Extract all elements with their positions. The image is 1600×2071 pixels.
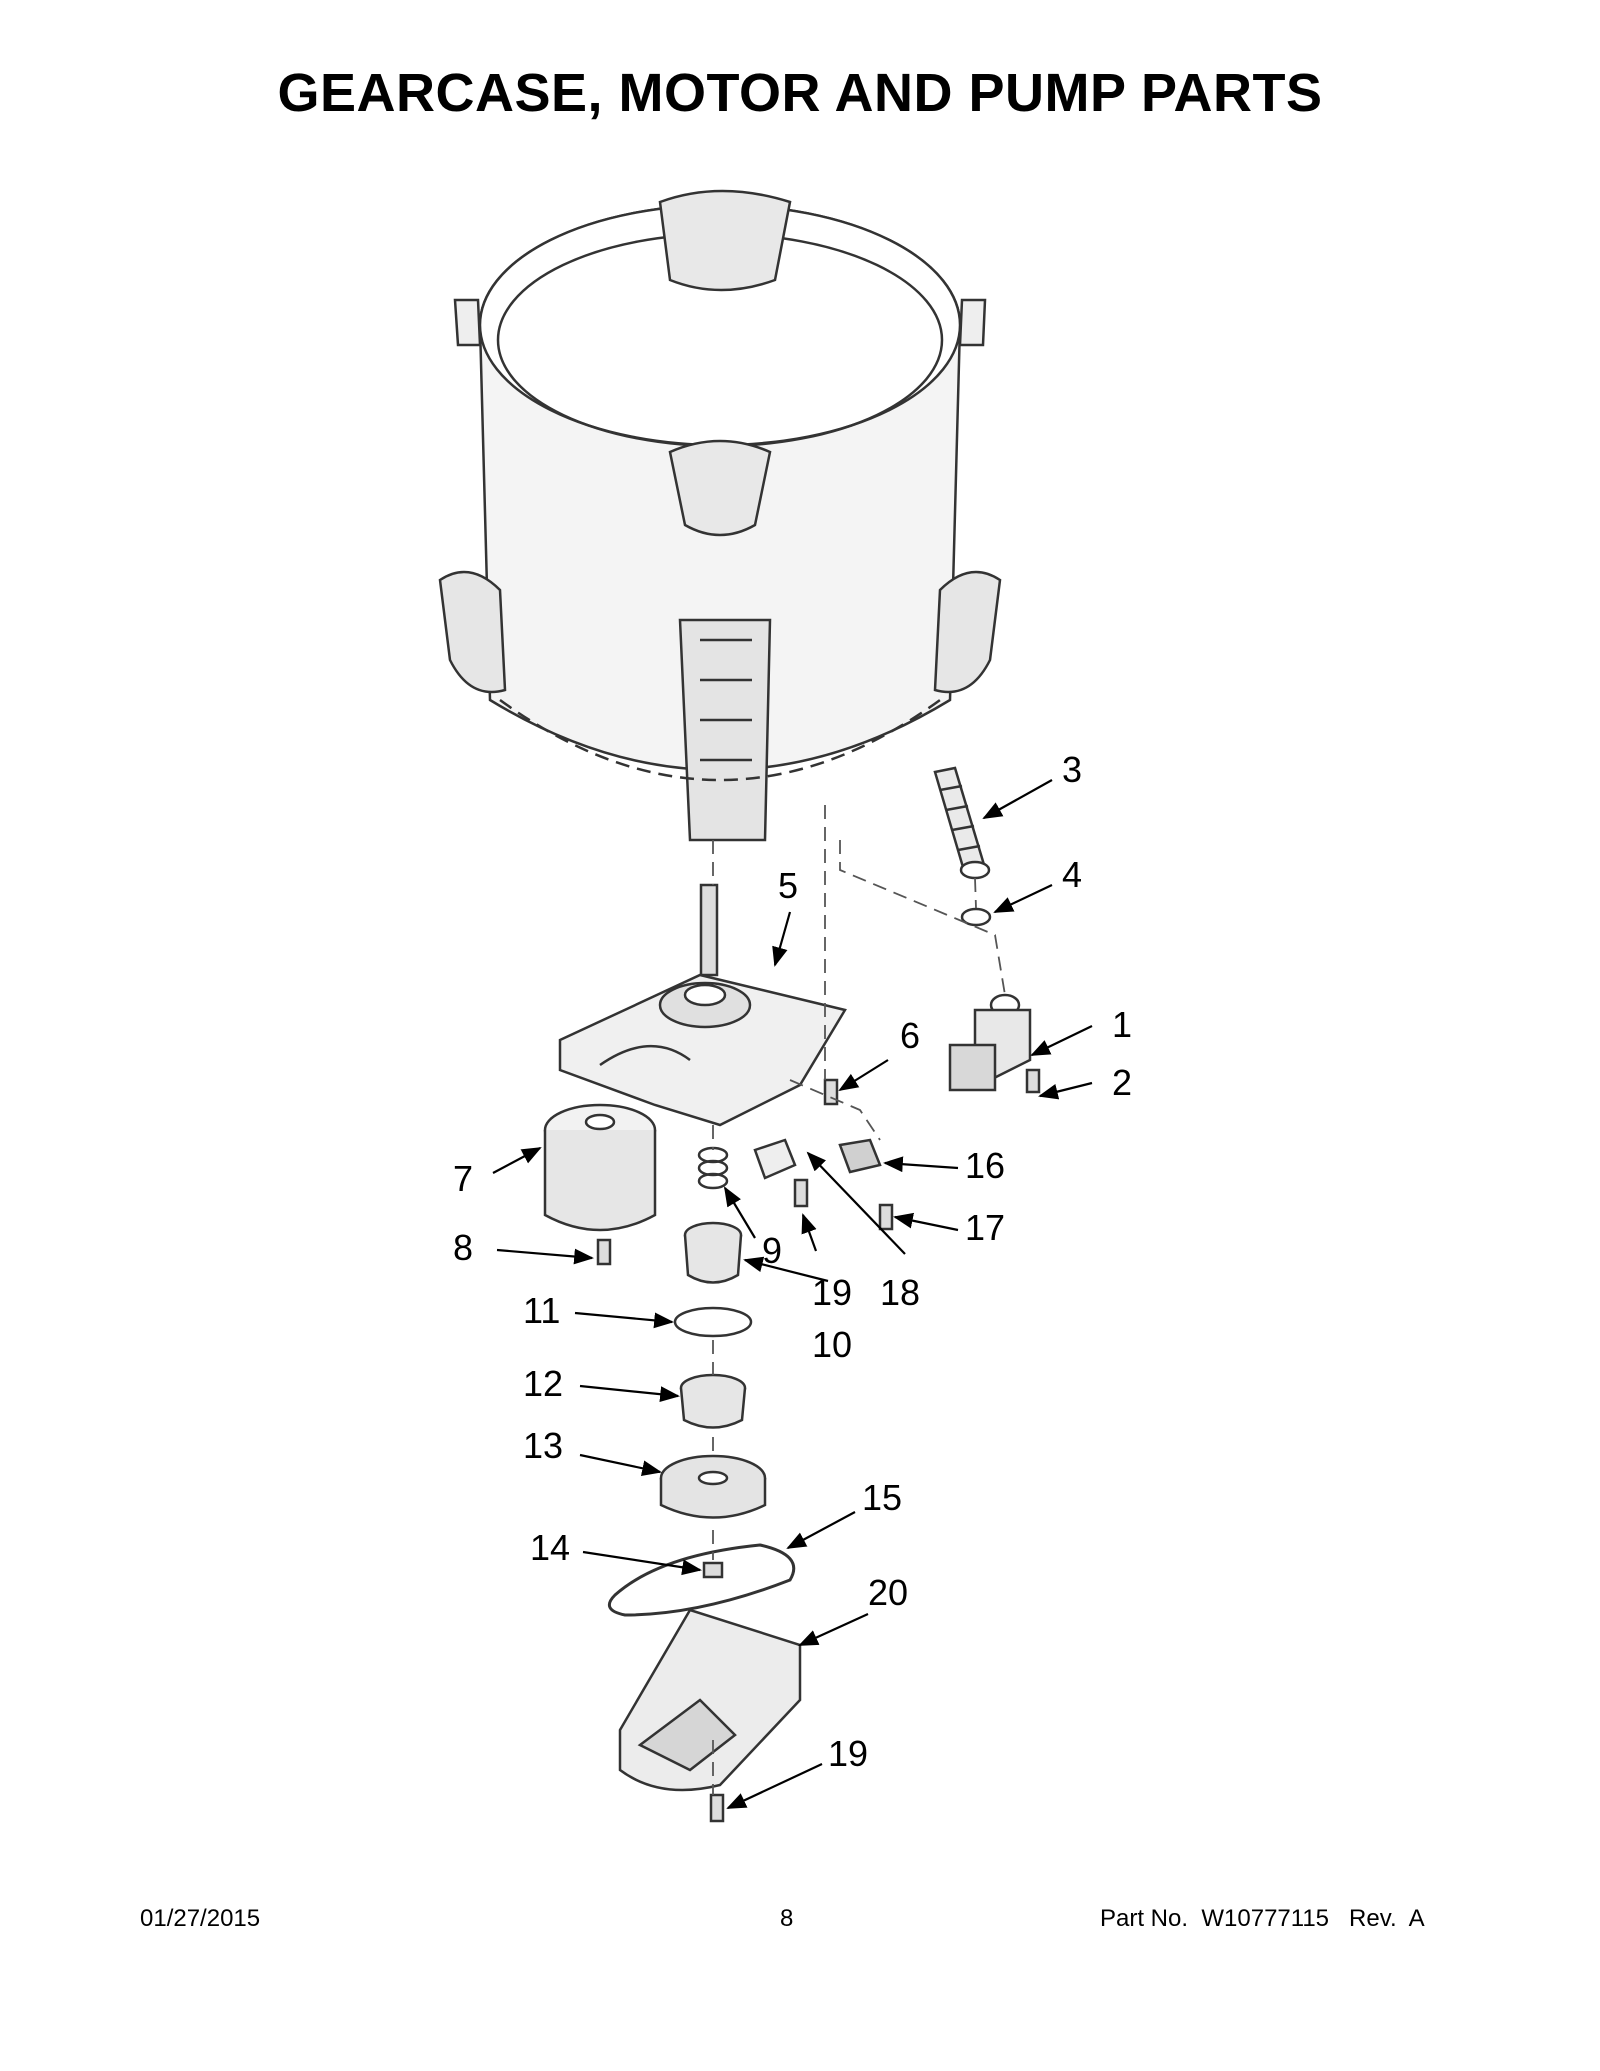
bottom-shield <box>618 1608 802 1792</box>
gearcase-plate <box>558 883 847 1127</box>
callout-9: 9 <box>762 1230 782 1271</box>
clutch-spring <box>697 1146 729 1190</box>
callout-18: 18 <box>880 1272 920 1313</box>
callout-10: 10 <box>812 1324 852 1365</box>
part-number: W10777115 <box>1201 1905 1330 1932</box>
switch-screw <box>878 1203 894 1231</box>
part-label: Part No. <box>1100 1905 1189 1932</box>
drive-belt <box>607 1543 796 1617</box>
callout-20: 20 <box>868 1572 908 1613</box>
callout-17: 17 <box>965 1207 1005 1248</box>
footer-date: 01/27/2015 <box>140 1905 261 1932</box>
callout-3: 3 <box>1062 749 1082 790</box>
callout-1: 1 <box>1112 1004 1132 1045</box>
motor-bolt <box>596 1238 612 1266</box>
footer-page-number: 8 <box>780 1905 794 1932</box>
callout-19-upper: 19 <box>812 1272 852 1313</box>
callout-5: 5 <box>778 865 798 906</box>
hose-clamp <box>960 907 992 927</box>
callout-12: 12 <box>523 1363 563 1404</box>
callout-7: 7 <box>453 1158 473 1199</box>
callout-4: 4 <box>1062 854 1082 895</box>
callout-19-lower: 19 <box>828 1733 868 1774</box>
callout-8: 8 <box>453 1227 473 1268</box>
callout-6: 6 <box>900 1015 920 1056</box>
brake-hub <box>679 1373 747 1429</box>
pump-screw <box>1025 1068 1041 1094</box>
callout-15: 15 <box>862 1477 902 1518</box>
rev-label: Rev. <box>1349 1905 1397 1932</box>
rev-value: A <box>1408 1905 1425 1932</box>
assembly-lines <box>712 805 1006 1795</box>
drain-pump <box>948 993 1032 1092</box>
capacitor <box>753 1138 797 1180</box>
drive-motor <box>543 1103 657 1232</box>
callout-11: 11 <box>523 1290 560 1331</box>
outer-tub <box>438 189 1002 842</box>
capacitor-screw <box>793 1178 809 1208</box>
pulley-nut <box>702 1561 724 1579</box>
page-title: GEARCASE, MOTOR AND PUMP PARTS <box>277 63 1323 123</box>
lid-switch <box>838 1138 882 1174</box>
callout-2: 2 <box>1112 1062 1132 1103</box>
callout-16: 16 <box>965 1145 1005 1186</box>
callout-labels: 1 2 3 4 5 6 7 8 9 10 11 12 13 14 15 16 1… <box>453 749 1132 1774</box>
plate-bolt <box>823 1078 839 1106</box>
drive-pulley <box>659 1454 767 1519</box>
callout-14: 14 <box>530 1527 570 1568</box>
retaining-clip <box>673 1306 753 1338</box>
drain-hose <box>933 766 991 880</box>
callout-arrows <box>492 779 1093 1809</box>
footer-part-number: Part No. W10777115 Rev. A <box>1100 1905 1425 1933</box>
callout-13: 13 <box>523 1425 563 1466</box>
clutch-ring <box>683 1221 743 1284</box>
shield-screw <box>709 1793 725 1823</box>
